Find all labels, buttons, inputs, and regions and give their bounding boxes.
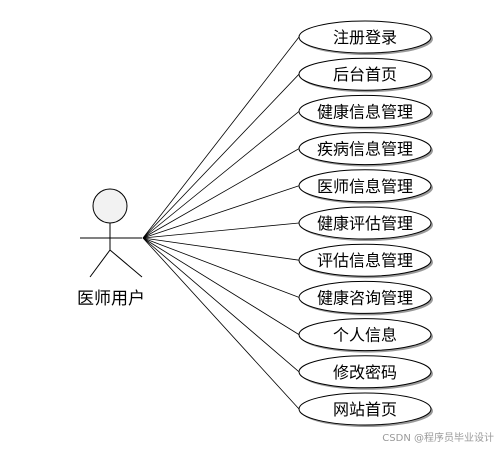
connector-line xyxy=(142,185,300,239)
watermark: CSDN @程序员毕业设计 xyxy=(382,433,494,444)
connector-line xyxy=(142,237,300,335)
use-case-label: 健康评估管理 xyxy=(317,214,413,233)
use-case: 后台首页 xyxy=(298,57,433,93)
use-case-label: 评估信息管理 xyxy=(317,251,413,270)
use-case-ellipse xyxy=(298,392,432,426)
connector-line xyxy=(142,73,300,239)
use-case: 注册登录 xyxy=(298,20,433,55)
use-case: 个人信息 xyxy=(298,318,433,353)
actor-left-leg xyxy=(89,249,111,278)
use-case-ellipse xyxy=(298,355,432,389)
use-case-label: 个人信息 xyxy=(333,326,397,345)
use-case-list: 注册登录后台首页健康信息管理疾病信息管理医师信息管理健康评估管理评估信息管理健康… xyxy=(298,20,433,427)
use-case-ellipse xyxy=(298,243,432,277)
use-case-ellipse xyxy=(298,57,432,91)
use-case-ellipse xyxy=(298,280,432,314)
use-case-label: 后台首页 xyxy=(333,65,397,84)
use-case-ellipse xyxy=(298,94,432,128)
use-case-label: 疾病信息管理 xyxy=(317,140,413,159)
connector-line xyxy=(142,36,300,239)
use-case-ellipse xyxy=(298,169,432,203)
actor-label: 医师用户 xyxy=(77,289,145,309)
connector-line xyxy=(142,237,300,410)
connector-line xyxy=(142,148,300,239)
use-case: 评估信息管理 xyxy=(298,243,433,279)
actor: 医师用户 xyxy=(77,188,145,309)
connector-line xyxy=(142,111,300,239)
use-case: 修改密码 xyxy=(298,355,433,390)
use-case: 健康咨询管理 xyxy=(298,280,433,316)
use-case-label: 注册登录 xyxy=(333,28,397,47)
connector-line xyxy=(142,237,300,373)
use-case: 医师信息管理 xyxy=(298,169,433,204)
connector-line xyxy=(142,237,300,261)
use-case-label: 健康信息管理 xyxy=(317,102,413,121)
use-case-ellipse xyxy=(298,20,432,54)
use-case: 网站首页 xyxy=(298,392,433,427)
use-case-label: 修改密码 xyxy=(333,363,397,382)
connector-line xyxy=(142,222,300,239)
use-case: 健康信息管理 xyxy=(298,94,433,130)
use-case-ellipse xyxy=(298,206,432,240)
connector-lines xyxy=(142,36,300,410)
use-case-ellipse xyxy=(298,318,432,352)
connector-line xyxy=(142,237,300,298)
use-case-label: 健康咨询管理 xyxy=(317,288,413,307)
use-case: 健康评估管理 xyxy=(298,206,433,241)
use-case-label: 网站首页 xyxy=(333,400,397,419)
actor-head xyxy=(92,188,128,224)
actor-right-leg xyxy=(109,249,143,278)
use-case: 疾病信息管理 xyxy=(298,132,433,167)
use-case-ellipse xyxy=(298,132,432,166)
use-case-label: 医师信息管理 xyxy=(317,177,413,196)
